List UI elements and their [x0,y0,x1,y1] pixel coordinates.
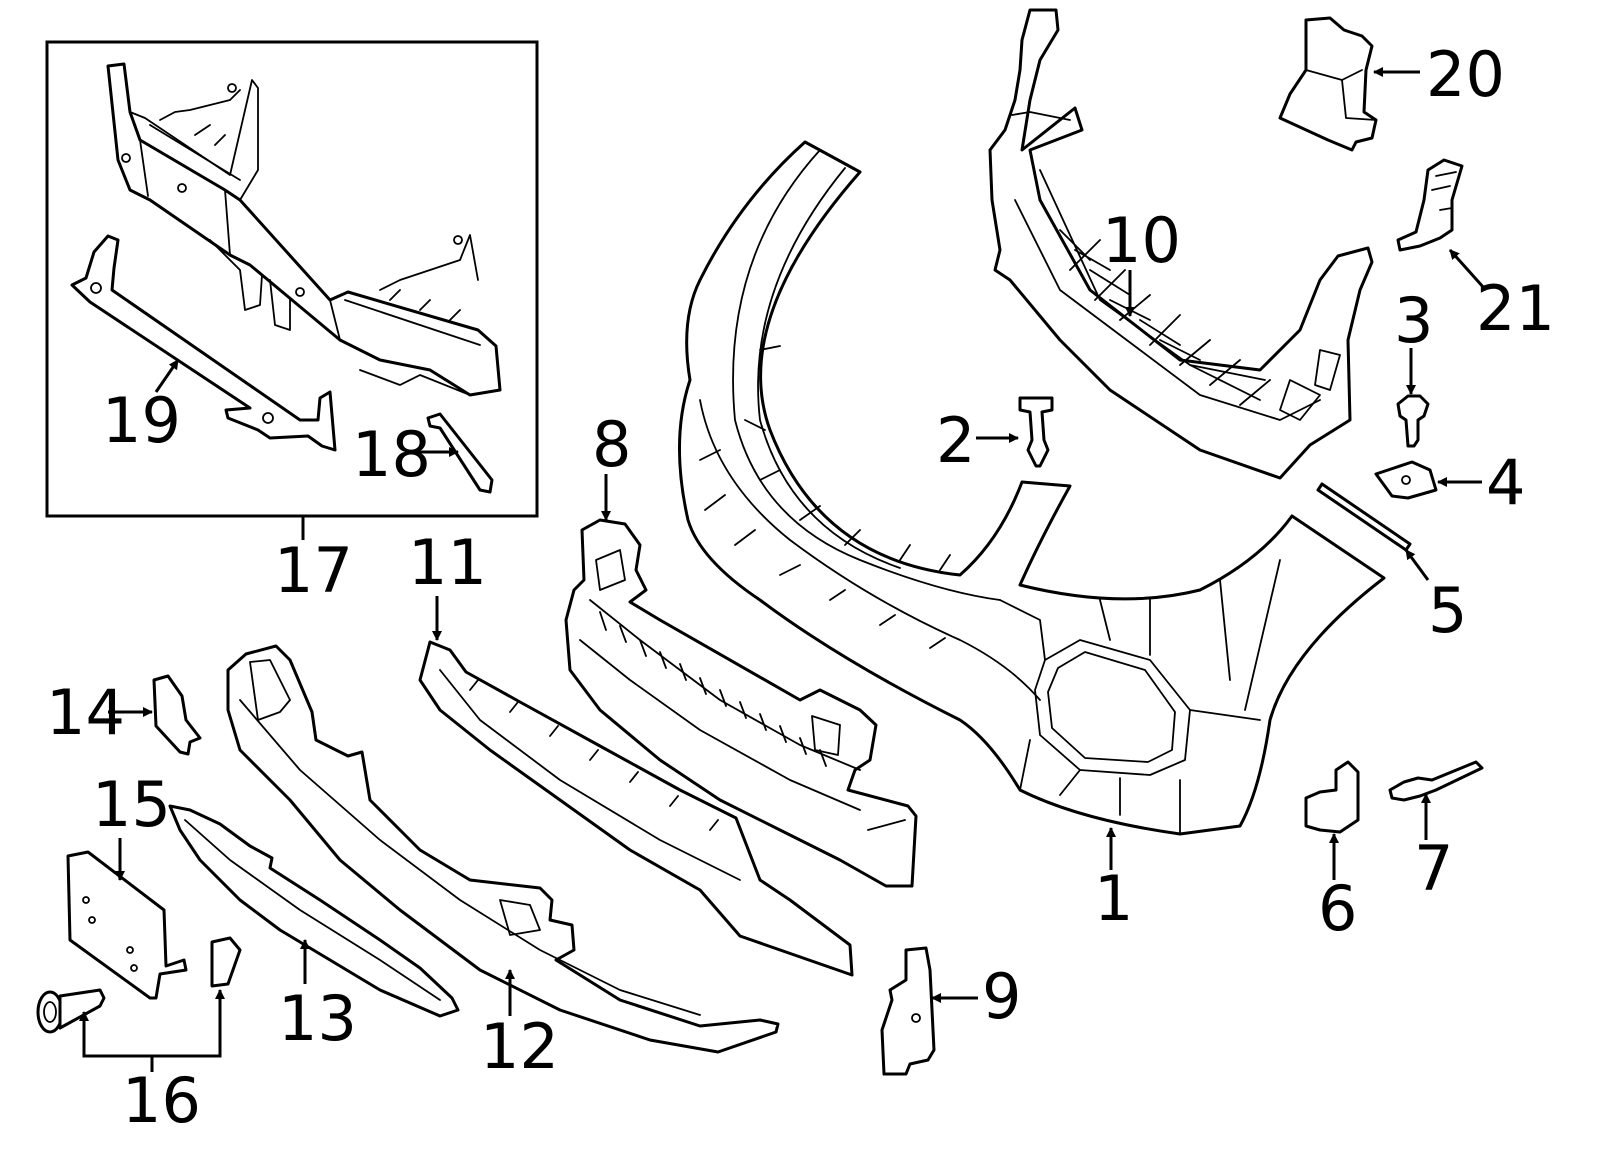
callout-2: 2 [936,404,975,477]
license-plate-bracket [66,850,188,1000]
clip-nut [1374,460,1438,500]
callout-16: 16 [122,1064,201,1137]
support-rod [426,412,494,494]
callout-5: 5 [1428,574,1467,647]
callout-4: 4 [1486,446,1525,519]
callout-labels: 1 2 3 4 5 6 7 8 9 10 11 12 13 14 15 16 1… [46,38,1555,1137]
callout-18: 18 [352,418,431,491]
callout-8: 8 [592,408,631,481]
side-mount-bracket [1396,158,1464,252]
air-deflector [226,644,780,1054]
callout-21: 21 [1476,272,1555,345]
callout-9: 9 [982,960,1021,1033]
side-bracket [1304,760,1360,834]
small-bracket [152,674,202,756]
lower-support-bar [70,234,337,452]
callout-7: 7 [1414,832,1453,905]
callout-12: 12 [480,1010,559,1083]
push-pin-clip [1018,396,1054,468]
screw-and-clip-set [36,936,242,1034]
reinforcement-beam [106,62,502,397]
callout-15: 15 [92,768,171,841]
callout-20: 20 [1426,38,1505,111]
callout-3: 3 [1394,284,1433,357]
lower-trim [418,640,854,977]
callout-19: 19 [102,384,181,457]
strip-molding [1316,482,1412,552]
leader-lines [79,67,1486,1072]
lower-bracket [880,946,936,1076]
callout-11: 11 [408,526,487,599]
callout-6: 6 [1318,872,1357,945]
rivet-clip [1388,760,1484,802]
absorber-bracket [564,518,918,888]
bolt [1396,394,1430,448]
callout-17: 17 [274,534,353,607]
lower-molding [168,804,460,1018]
callout-14: 14 [46,676,125,749]
callout-1: 1 [1094,862,1133,935]
upper-bracket [1278,16,1378,152]
bumper-cover [678,140,1386,836]
callout-10: 10 [1102,204,1181,277]
callout-13: 13 [278,982,357,1055]
grille [988,8,1374,480]
